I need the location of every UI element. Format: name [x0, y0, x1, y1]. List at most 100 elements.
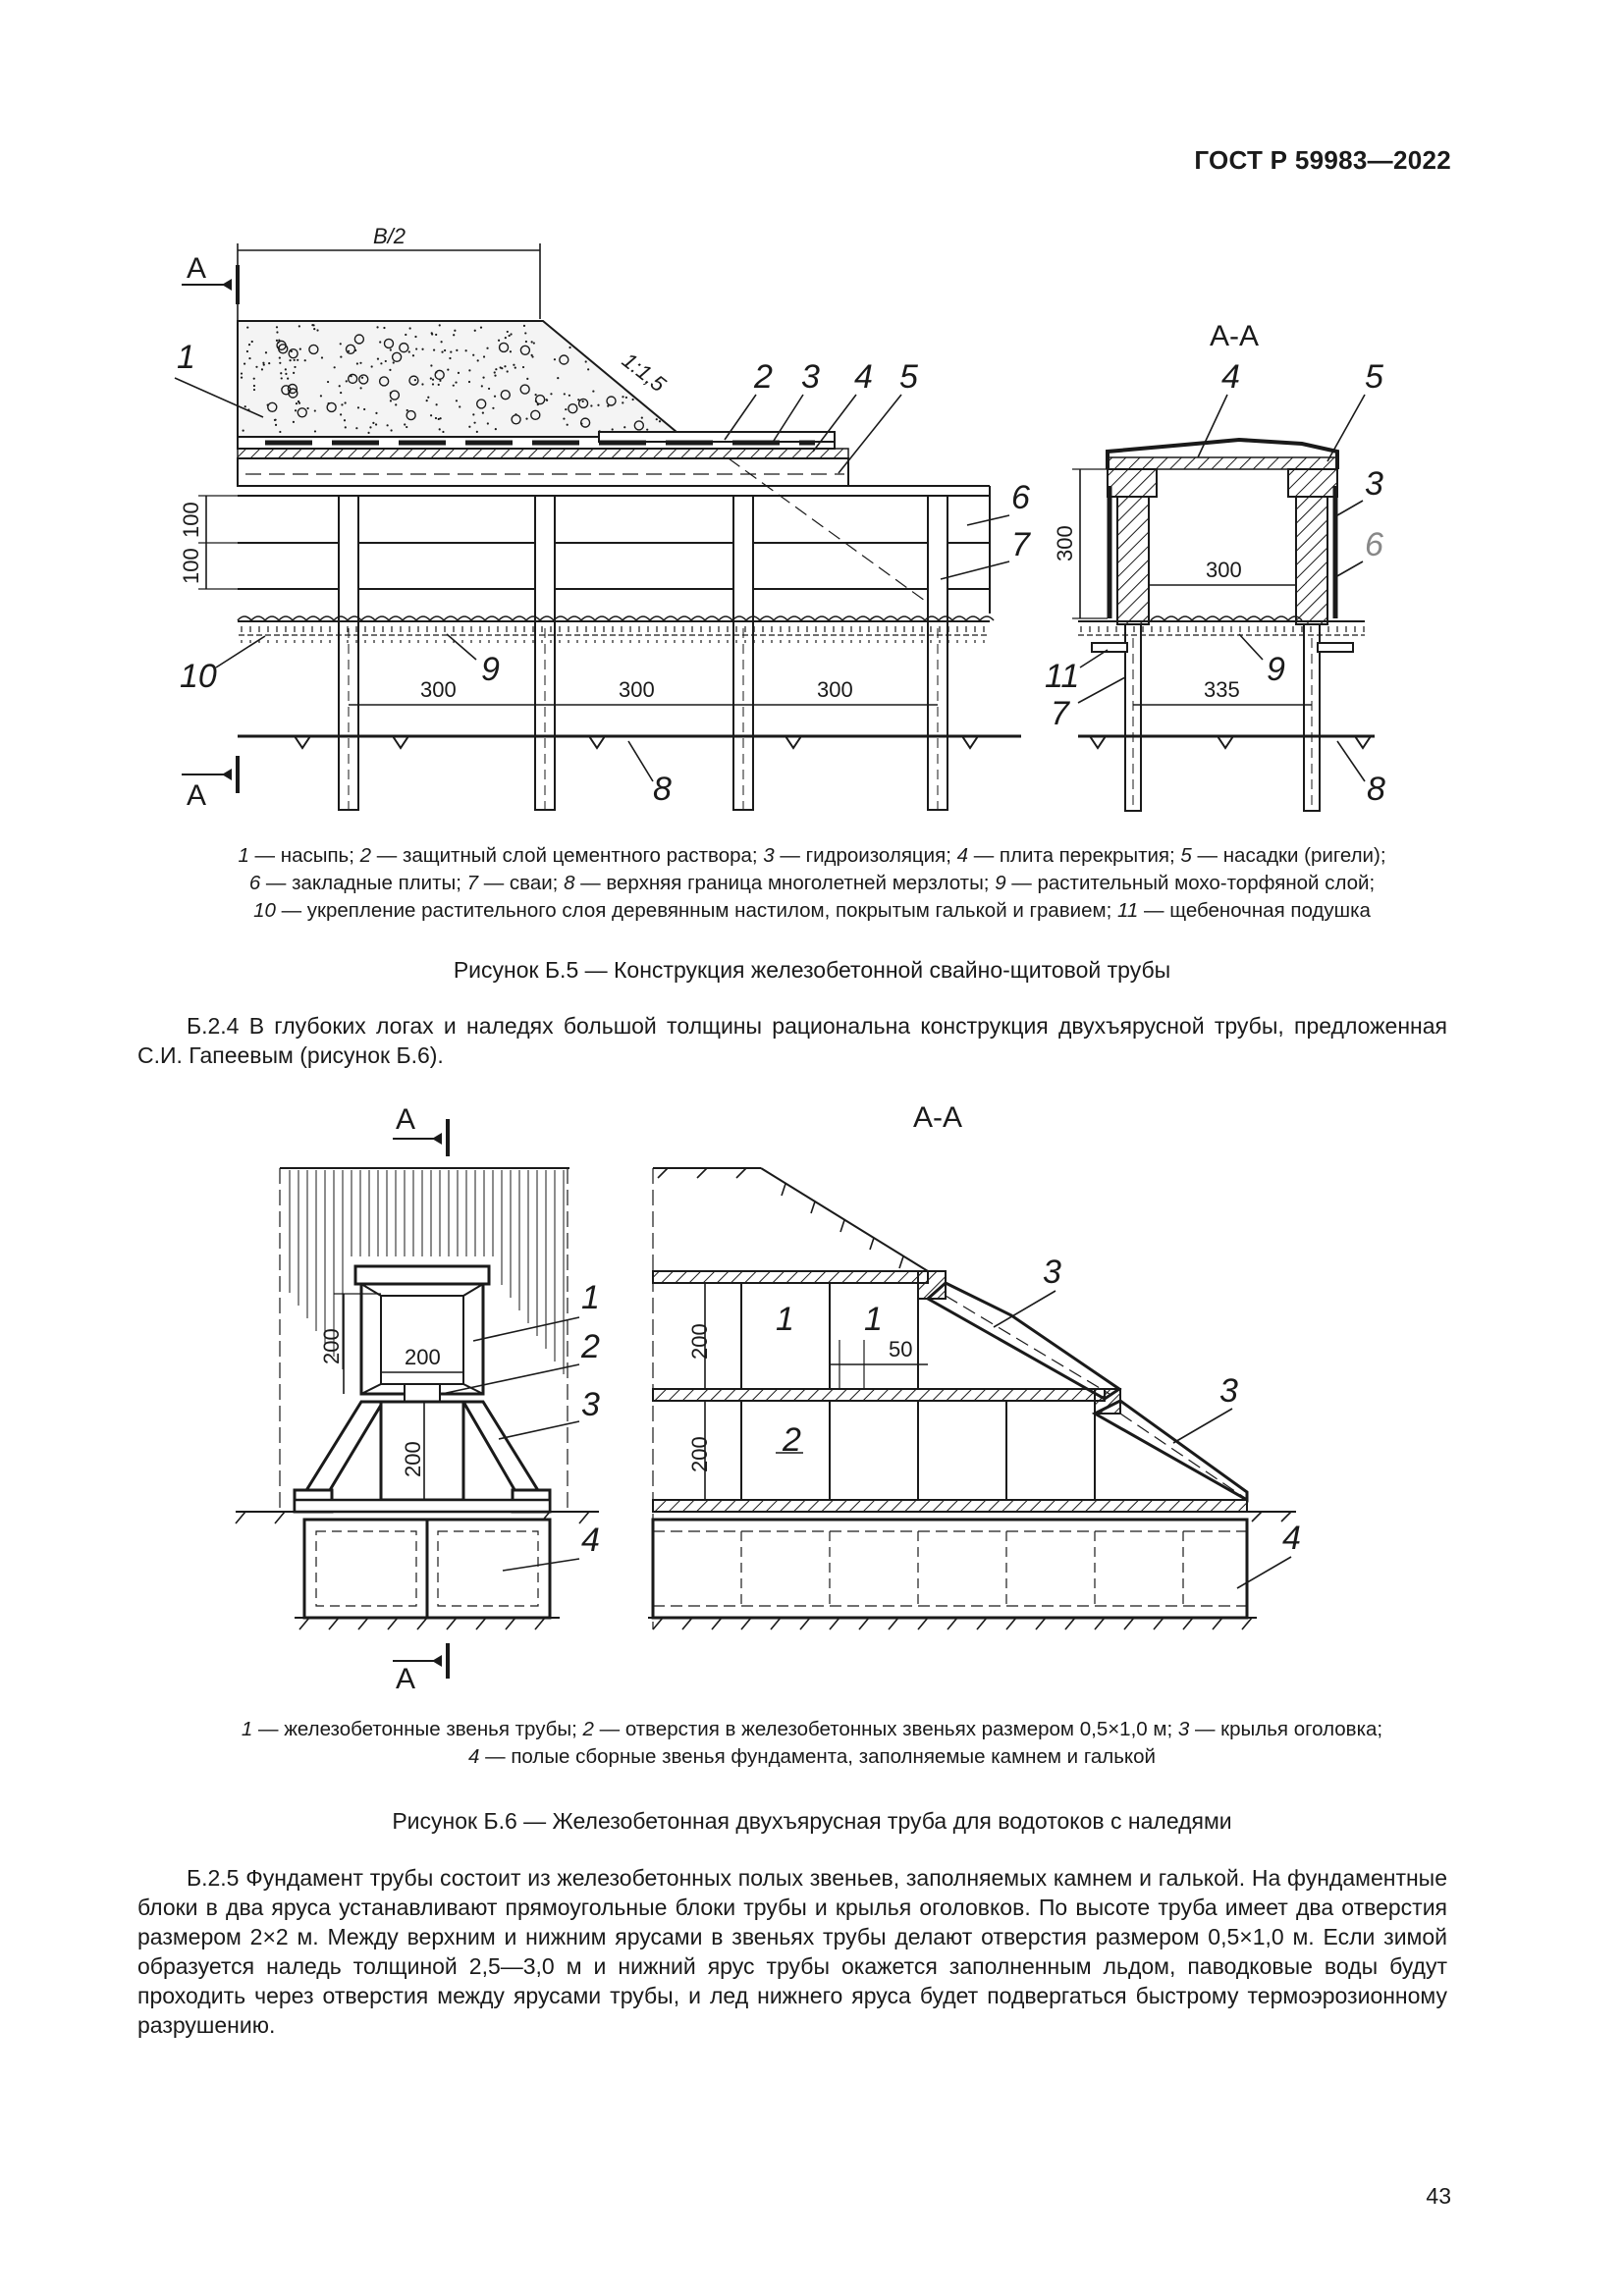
- section-a-a-fig6: А-А: [648, 1101, 1301, 1630]
- svg-text:200: 200: [687, 1323, 712, 1360]
- label-10: 10: [180, 658, 217, 695]
- legend-text: — плита перекрытия;: [968, 844, 1181, 867]
- legend-text: — закладные плиты;: [260, 872, 467, 894]
- label-4: 4: [854, 358, 873, 396]
- svg-text:2: 2: [782, 1421, 801, 1459]
- label-2: 2: [753, 358, 773, 396]
- legend-number: 6: [248, 872, 261, 894]
- dimension-plates: 100 100: [179, 495, 238, 590]
- svg-text:1: 1: [776, 1301, 794, 1338]
- svg-text:4: 4: [581, 1522, 600, 1559]
- legend-line: 10 — укрепление растительного слоя дерев…: [147, 897, 1477, 925]
- figure-b6-legend: 1 — железобетонные звенья трубы; 2 — отв…: [147, 1716, 1477, 1771]
- figure-b6-caption: Рисунок Б.6 — Железобетонная двухъярусна…: [392, 1808, 1232, 1834]
- svg-text:А: А: [396, 1103, 415, 1136]
- section-marker-top: А: [393, 1103, 450, 1156]
- svg-text:А: А: [396, 1663, 415, 1695]
- svg-text:200: 200: [319, 1328, 344, 1364]
- svg-text:50: 50: [889, 1337, 912, 1362]
- legend-line: 1 — железобетонные звенья трубы; 2 — отв…: [147, 1716, 1477, 1743]
- legend-number: 4: [956, 844, 969, 867]
- label-6: 6: [1011, 479, 1030, 516]
- svg-text:300: 300: [1206, 558, 1242, 582]
- svg-text:300: 300: [619, 677, 655, 702]
- dimension-spans: 300 300 300: [349, 677, 938, 706]
- svg-text:100: 100: [179, 548, 203, 584]
- svg-text:4: 4: [1221, 358, 1240, 396]
- svg-text:200: 200: [687, 1436, 712, 1472]
- permafrost-boundary: [238, 734, 1021, 750]
- label-3: 3: [801, 358, 820, 396]
- label-8: 8: [653, 771, 672, 808]
- svg-text:200: 200: [405, 1345, 441, 1369]
- legend-line: 1 — насыпь; 2 — защитный слой цементного…: [147, 842, 1477, 870]
- legend-number: 4: [468, 1745, 480, 1768]
- legend-text: — верхняя граница многолетней мерзлоты;: [574, 872, 996, 894]
- figure-b5-labels: 1 2 3 4 5 6 7 8 9 10: [174, 339, 1031, 808]
- svg-text:3: 3: [581, 1386, 600, 1423]
- piles: [338, 495, 948, 811]
- svg-text:3: 3: [1365, 465, 1383, 503]
- svg-text:4: 4: [1282, 1520, 1301, 1557]
- deck-layers: [237, 431, 991, 614]
- svg-text:2: 2: [580, 1328, 600, 1365]
- section-letter: А: [187, 252, 206, 285]
- section-letter: А: [187, 779, 206, 812]
- legend-number: 2: [359, 844, 372, 867]
- svg-text:А-А: А-А: [913, 1101, 962, 1134]
- legend-line: 6 — закладные плиты; 7 — сваи; 8 — верхн…: [147, 870, 1477, 897]
- section-a-a-fig5: А-А: [1045, 320, 1385, 812]
- paragraph-b24: Б.2.4 В глубоких логах и наледях большой…: [137, 1013, 1447, 1068]
- label-9: 9: [481, 651, 500, 688]
- legend-number: 11: [1117, 899, 1139, 922]
- legend-number: 5: [1180, 844, 1192, 867]
- legend-number: 3: [1177, 1718, 1190, 1740]
- label-1: 1: [177, 339, 195, 376]
- label-5: 5: [899, 358, 918, 396]
- legend-number: 2: [582, 1718, 594, 1740]
- section-marker-bottom: А: [393, 1643, 450, 1695]
- svg-text:1: 1: [581, 1279, 600, 1316]
- svg-text:300: 300: [420, 677, 457, 702]
- legend-text: — сваи;: [478, 872, 565, 894]
- legend-text: — растительный мохо-торфяной слой;: [1005, 872, 1376, 894]
- legend-number: 9: [995, 872, 1006, 894]
- svg-text:B/2: B/2: [373, 224, 406, 248]
- legend-number: 3: [763, 844, 775, 867]
- section-marker-bottom: А: [182, 756, 240, 812]
- embankment: 1:1,5: [237, 320, 685, 438]
- legend-text: — щебеночная подушка: [1138, 899, 1371, 922]
- figure-b6-drawing: А А: [235, 1101, 1301, 1695]
- svg-text:200: 200: [401, 1441, 425, 1477]
- figure-b5-drawing: А А B/2 1:1,5: [174, 224, 1385, 812]
- legend-text: — полые сборные звенья фундамента, запол…: [479, 1745, 1156, 1768]
- legend-text: — отверстия в железобетонных звеньях раз…: [593, 1718, 1178, 1740]
- svg-text:6: 6: [1365, 526, 1383, 563]
- front-view: 200 200 200 1 2 3 4: [235, 1167, 600, 1630]
- svg-text:8: 8: [1367, 771, 1385, 808]
- svg-text:300: 300: [1053, 525, 1077, 561]
- svg-text:5: 5: [1365, 358, 1383, 396]
- figure-b5-legend: 1 — насыпь; 2 — защитный слой цементного…: [147, 842, 1477, 925]
- legend-text: — насадки (ригели);: [1191, 844, 1386, 867]
- svg-text:335: 335: [1204, 677, 1240, 702]
- figure-b5-caption: Рисунок Б.5 — Конструкция железобетонной…: [453, 957, 1171, 983]
- document-id: ГОСТ Р 59983—2022: [1194, 145, 1451, 175]
- paragraph-b25: Б.2.5 Фундамент трубы состоит из железоб…: [137, 1865, 1447, 2038]
- legend-number: 10: [253, 899, 276, 922]
- legend-text: — насыпь;: [248, 844, 360, 867]
- legend-number: 7: [466, 872, 479, 894]
- legend-number: 8: [564, 872, 575, 894]
- svg-text:9: 9: [1267, 651, 1285, 688]
- svg-text:300: 300: [817, 677, 853, 702]
- svg-text:7: 7: [1051, 695, 1070, 732]
- svg-text:100: 100: [179, 502, 203, 538]
- dimension-half-width: B/2: [237, 224, 541, 324]
- legend-text: — гидроизоляция;: [774, 844, 957, 867]
- section-marker-top: А: [182, 252, 240, 304]
- section-title: А-А: [1210, 320, 1259, 352]
- legend-text: — укрепление растительного слоя деревянн…: [275, 899, 1118, 922]
- legend-number: 1: [238, 844, 249, 867]
- svg-text:1: 1: [864, 1301, 883, 1338]
